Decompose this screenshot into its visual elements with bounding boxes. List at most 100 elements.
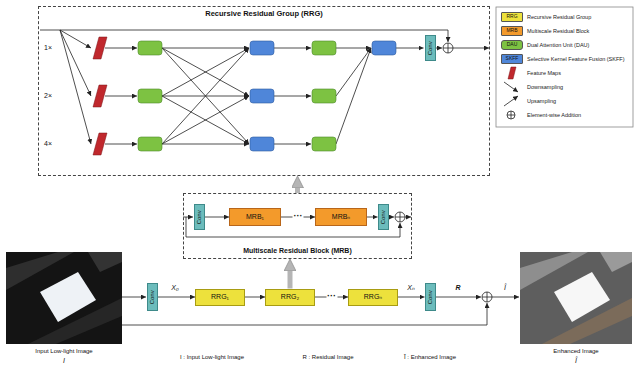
feature-map-sample: [508, 67, 516, 79]
cross-wire: [162, 48, 249, 49]
add-symbol: [395, 212, 405, 222]
label-holder: RRG: [506, 14, 517, 20]
skff-block: [372, 41, 396, 55]
dau-block: [138, 137, 162, 151]
flow-arrow: [158, 297, 196, 298]
flow-arrow: [245, 297, 265, 298]
skff-block: [250, 137, 274, 151]
legend-row: Dual Attention Unit (DAU): [527, 42, 631, 48]
dau-block: [138, 41, 162, 55]
signal-name: Xₙ: [407, 284, 414, 292]
wire: [105, 96, 137, 97]
label-holder: 4×: [44, 140, 52, 148]
flow-arrow: [367, 217, 378, 218]
dau-block: [138, 89, 162, 103]
wire: [396, 48, 424, 49]
dau-block: [312, 41, 336, 55]
rrg-block: RRGₙ: [348, 289, 398, 306]
add-symbol: [443, 43, 453, 53]
image-caption: Input Low-light Image: [35, 348, 92, 355]
legend-text: Element-wise Addition: [527, 112, 631, 118]
block-label: Conv: [427, 41, 434, 55]
symbol-note: Î : Enhanced Image: [404, 354, 456, 361]
swatch-label: MRB: [506, 28, 517, 34]
input-photo: [6, 252, 122, 344]
feature-map: [93, 85, 107, 107]
feature-map: [93, 133, 107, 155]
conv-block: Conv: [147, 283, 158, 311]
group-box: Multiscale Residual Block (MRB) Conv MRB₁ M…: [183, 193, 412, 259]
edge-label-patch: ···: [326, 292, 337, 302]
legend-row: Upsampling: [527, 98, 631, 104]
rrg-block: RRG₂: [265, 289, 315, 306]
signal-name: R: [455, 284, 460, 292]
legend-row: Recursive Residual Group: [527, 14, 631, 20]
add-symbol: [482, 292, 492, 302]
wire: [436, 48, 443, 49]
label-holder: DAU: [507, 42, 518, 48]
wire: [274, 48, 311, 49]
symbol-note: I : Input Low-light Image: [180, 354, 244, 361]
expand-arrow: [288, 269, 293, 289]
row-scale: 1×: [44, 44, 52, 52]
label-holder: R: [455, 284, 460, 292]
legend-row: Multiscale Residual Block: [527, 28, 631, 34]
cross-wire: [162, 144, 249, 145]
label-holder: Î: [575, 357, 577, 365]
block-label: Conv: [196, 210, 203, 224]
feature-map: [93, 37, 107, 59]
enhanced-photo: [520, 252, 632, 344]
block-label: RRG₂: [281, 293, 299, 301]
legend-row: Element-wise Addition: [527, 112, 631, 118]
label-holder: R : Residual Image: [302, 354, 353, 361]
expand-arrow: [295, 186, 300, 193]
label-holder: I : Input Low-light Image: [180, 354, 244, 361]
legend-text: Dual Attention Unit (DAU): [527, 42, 631, 48]
label-holder: 1×: [44, 44, 52, 52]
block-label: Conv: [149, 290, 156, 304]
legend-text: Recursive Residual Group: [527, 14, 631, 20]
block-label: MRBₙ: [332, 213, 350, 221]
skff-block: [250, 89, 274, 103]
skff-block: [250, 41, 274, 55]
edge-label: ···: [294, 212, 303, 222]
legend-text: Upsampling: [527, 98, 631, 104]
image-symbol: I: [63, 357, 65, 365]
edge-label: ···: [327, 292, 336, 302]
image-caption: Enhanced Image: [553, 348, 598, 355]
legend-text: Feature Maps: [527, 70, 631, 76]
block-label: Conv: [380, 210, 387, 224]
cross-wire: [162, 96, 249, 144]
fusion-wire: [336, 48, 371, 96]
cross-wire: [162, 48, 249, 144]
group-title: Recursive Residual Group (RRG): [205, 10, 323, 18]
block-label: RRGₙ: [364, 293, 382, 301]
swatch-label: SKFF: [506, 56, 519, 62]
mrb-block: MRB₁: [229, 208, 281, 226]
wire: [389, 217, 395, 218]
add-symbol: [443, 43, 453, 53]
group-title: Multiscale Residual Block (MRB): [243, 247, 352, 255]
photo-window: [40, 272, 96, 322]
label-holder: Input Low-light Image: [35, 348, 92, 355]
legend-text: Selective Kernel Feature Fusion (SKFF): [527, 56, 631, 62]
legend-row: Selective Kernel Feature Fusion (SKFF): [527, 56, 631, 62]
conv-block: Conv: [425, 283, 436, 311]
conv-block: Conv: [425, 35, 436, 61]
rrg-block: RRG₁: [195, 289, 245, 306]
wire: [453, 48, 489, 49]
block-label: MRB₁: [246, 213, 264, 221]
label-holder: I: [63, 357, 65, 365]
block-label: RRG₁: [211, 293, 229, 301]
dau-block: [312, 137, 336, 151]
wire: [105, 144, 137, 145]
mrb-block: MRBₙ: [315, 208, 367, 226]
add-symbol: [482, 292, 492, 302]
label-holder: X₀: [171, 284, 179, 292]
signal-name: X₀: [171, 284, 179, 292]
legend-frame: [496, 7, 633, 127]
upsample-sample: [504, 96, 518, 106]
fusion-wire: [336, 48, 371, 49]
swatch-label: DAU: [507, 42, 518, 48]
